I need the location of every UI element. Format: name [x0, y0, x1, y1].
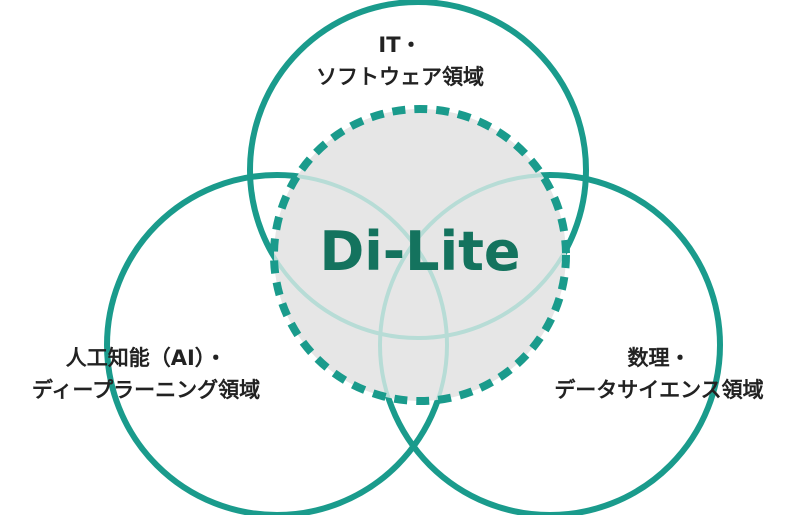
center-circle-dashed-border — [270, 105, 570, 405]
top-circle-label: IT・ ソフトウェア領域 — [250, 29, 550, 93]
right-circle — [377, 172, 723, 515]
right-circle-label: 数理・ データサイエンス領域 — [518, 342, 800, 406]
left-circle-label-line-1: 人工知能（AI）・ — [65, 346, 227, 370]
left-circle-label-line-2: ディープラーニング領域 — [31, 378, 261, 402]
left-circle-label: 人工知能（AI）・ ディープラーニング領域 — [0, 342, 292, 406]
top-circle-label-line-2: ソフトウェア領域 — [316, 65, 484, 89]
top-circle-label-line-1: IT・ — [378, 33, 422, 57]
center-title: Di-Lite — [319, 220, 521, 283]
right-circle-label-line-2: データサイエンス領域 — [554, 378, 764, 402]
top-circle — [247, 0, 589, 341]
left-circle — [104, 172, 450, 515]
right-circle-label-line-1: 数理・ — [627, 346, 691, 370]
